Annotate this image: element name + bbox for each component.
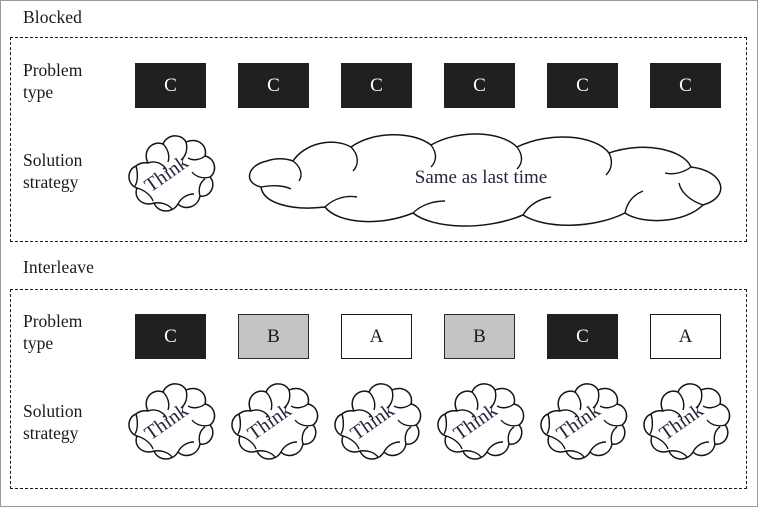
problem-box[interactable]: C [547, 63, 618, 108]
panel-interleave [10, 289, 747, 489]
problem-box[interactable]: C [444, 63, 515, 108]
think-cloud: Think [118, 375, 222, 475]
problem-box[interactable]: C [238, 63, 309, 108]
section-title-interleave: Interleave [23, 257, 94, 277]
row-label-solution-strategy-blocked: Solution strategy [23, 150, 83, 192]
think-cloud: Think [324, 375, 428, 475]
row-label-problem-type-blocked: Problem type [23, 60, 83, 102]
think-cloud: Think [530, 375, 634, 475]
think-cloud: Think [221, 375, 325, 475]
section-title-blocked: Blocked [23, 7, 83, 27]
think-cloud: Think [633, 375, 737, 475]
problem-box[interactable]: C [135, 63, 206, 108]
problem-box[interactable]: B [444, 314, 515, 359]
row-label-problem-type-interleave: Problem type [23, 311, 83, 353]
problem-box[interactable]: C [341, 63, 412, 108]
problem-box[interactable]: C [650, 63, 721, 108]
think-cloud: Think [427, 375, 531, 475]
row-label-solution-strategy-interleave: Solution strategy [23, 401, 83, 443]
panel-blocked [10, 37, 747, 242]
think-cloud: Think [118, 127, 222, 227]
same-as-last-time-label: Same as last time [415, 167, 547, 188]
problem-box[interactable]: C [135, 314, 206, 359]
problem-box[interactable]: A [650, 314, 721, 359]
problem-box[interactable]: C [547, 314, 618, 359]
problem-box[interactable]: A [341, 314, 412, 359]
same-as-last-time-cloud: Same as last time [233, 127, 743, 233]
problem-box[interactable]: B [238, 314, 309, 359]
